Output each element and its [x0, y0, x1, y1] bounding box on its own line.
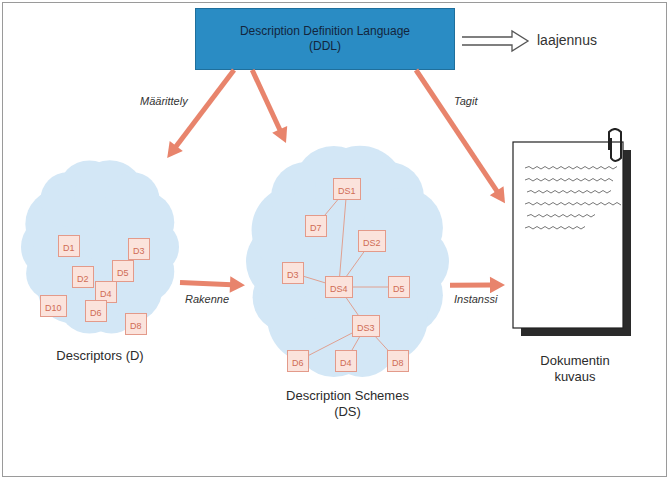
arrow-head [490, 186, 505, 203]
cloud-group: Descriptors (D)D1D3D2D5D4D10D6D8 [20, 158, 180, 336]
descriptor-box: DS4 [325, 276, 353, 298]
arrow-head [490, 277, 505, 293]
descriptor-box: D7 [305, 215, 327, 237]
descriptor-box: D2 [72, 266, 94, 288]
scribble-line [525, 167, 617, 170]
group-heading: Descriptors (D) [20, 348, 180, 364]
box-label: D4 [100, 289, 112, 299]
scribble-line [527, 191, 611, 194]
edge-label: Instanssi [452, 293, 499, 306]
descriptor-box: DS1 [333, 178, 361, 200]
descriptor-box: D5 [112, 260, 134, 282]
flow-arrow [450, 277, 505, 293]
language-box: Description Definition Language (DDL) [195, 8, 455, 70]
descriptor-box: D3 [128, 238, 150, 260]
connector-line [353, 287, 388, 288]
arrow-head [167, 141, 183, 158]
scheme-link [353, 287, 388, 288]
box-label: D8 [130, 321, 142, 331]
box-label: D10 [45, 303, 62, 313]
paper-clip [609, 129, 621, 161]
descriptor-box: D10 [40, 295, 67, 317]
descriptor-box: D6 [287, 350, 309, 372]
edge-label: Tagit [452, 95, 479, 108]
box-label: D6 [292, 358, 304, 368]
connector-line [416, 70, 498, 192]
box-label: DS2 [363, 238, 381, 248]
box-label: DS1 [338, 186, 356, 196]
group-heading: Dokumentin kuvaus [520, 353, 630, 385]
descriptor-box: D8 [125, 313, 147, 335]
cloud-puff [363, 188, 443, 268]
scribble-line [525, 203, 621, 206]
flow-arrow [416, 70, 505, 203]
box-label: D7 [310, 223, 322, 233]
box-label: D5 [393, 284, 405, 294]
arrow-head [230, 276, 245, 292]
descriptor-box: D8 [387, 350, 409, 372]
document-node: Dokumentin kuvaus [505, 128, 640, 343]
group-heading: Description Schemes (DS) [285, 388, 410, 420]
descriptor-box: D3 [282, 262, 304, 284]
descriptor-box: D4 [335, 350, 357, 372]
scribble-line [525, 179, 613, 182]
box-label: DS3 [357, 323, 375, 333]
box-label: D3 [287, 270, 299, 280]
edge-label: Rakenne [183, 293, 231, 306]
descriptor-box: D6 [85, 300, 107, 322]
connector-line [175, 70, 234, 148]
descriptor-box: DS2 [358, 230, 386, 252]
descriptor-box: D5 [388, 276, 410, 298]
box-label: DS4 [330, 284, 348, 294]
connector-line [450, 283, 492, 288]
box-label: D8 [392, 358, 404, 368]
node-text: Description Definition Language (DDL) [226, 24, 424, 54]
plain-label: laajennus [537, 32, 597, 48]
connector-line [252, 70, 280, 131]
box-label: D4 [340, 358, 352, 368]
box-label: D1 [63, 243, 75, 253]
box-label: D5 [117, 268, 129, 278]
flow-arrow [252, 70, 287, 143]
scribble-line [527, 215, 595, 218]
descriptor-box: D1 [58, 235, 80, 257]
box-label: D3 [133, 246, 145, 256]
cloud-group: Description Schemes (DS)DS1D7DS2D3DS4D5D… [245, 143, 450, 380]
connector-line [180, 283, 232, 285]
scribble-line [525, 227, 585, 230]
arrow-head [272, 126, 287, 143]
extension-arrow [462, 31, 528, 51]
frame [3, 3, 667, 477]
flow-arrow [167, 70, 234, 158]
document-icon [505, 128, 640, 343]
descriptor-box: DS3 [352, 315, 380, 337]
box-label: D6 [90, 308, 102, 318]
edge-label: Määrittely [138, 95, 190, 108]
flow-arrow [180, 276, 245, 292]
box-label: D2 [77, 274, 89, 284]
page [513, 142, 623, 328]
